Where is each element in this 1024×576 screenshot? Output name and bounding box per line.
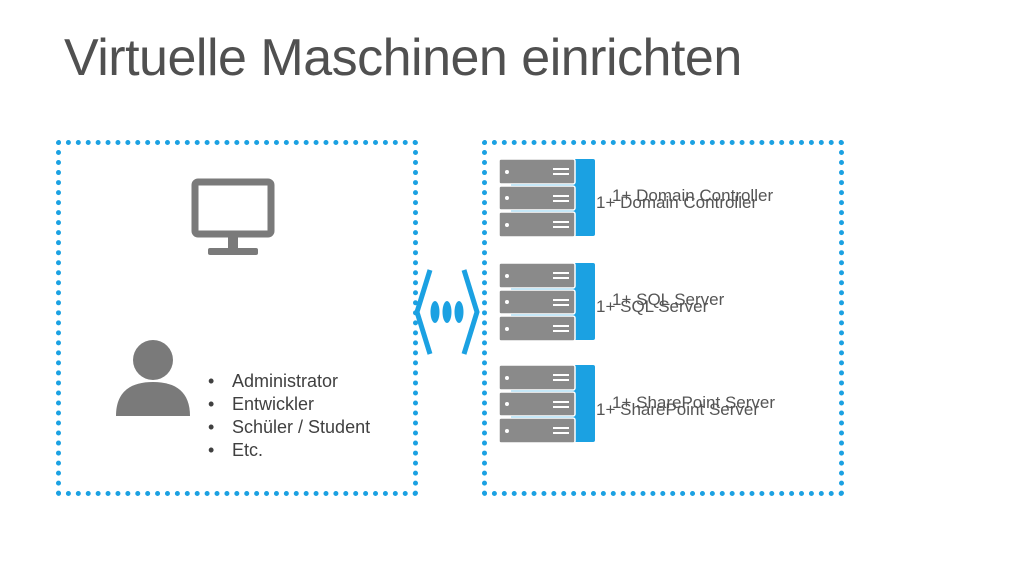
role-item: •Administrator [208,371,339,391]
server-rack-icon [498,364,595,444]
monitor-icon [191,178,275,255]
role-item: •Etc. [208,440,264,460]
server-label: 1+ Domain Controller [612,186,774,205]
role-list: •Administrator •Entwickler •Schüler / St… [208,370,370,462]
server-label: 1+ SQL Server [612,290,725,309]
server-label-duplicate: 1+ SharePoint Server [596,400,760,419]
server-label: 1+ SharePoint Server [612,393,776,412]
role-item: •Schüler / Student [208,417,371,437]
user-icon [116,340,190,416]
role-item: •Entwickler [208,394,315,414]
user-area-frame [56,140,418,496]
server-area-frame [482,140,844,496]
slide-title: Virtuelle Maschinen einrichten [64,29,742,87]
server-rack-icon [498,262,595,342]
server-label-duplicate: 1+ Domain Controller [596,193,758,212]
server-rack-icon [498,158,595,238]
server-label-duplicate: 1+ SQL Server [596,297,709,316]
network-connector-icon [414,269,480,355]
